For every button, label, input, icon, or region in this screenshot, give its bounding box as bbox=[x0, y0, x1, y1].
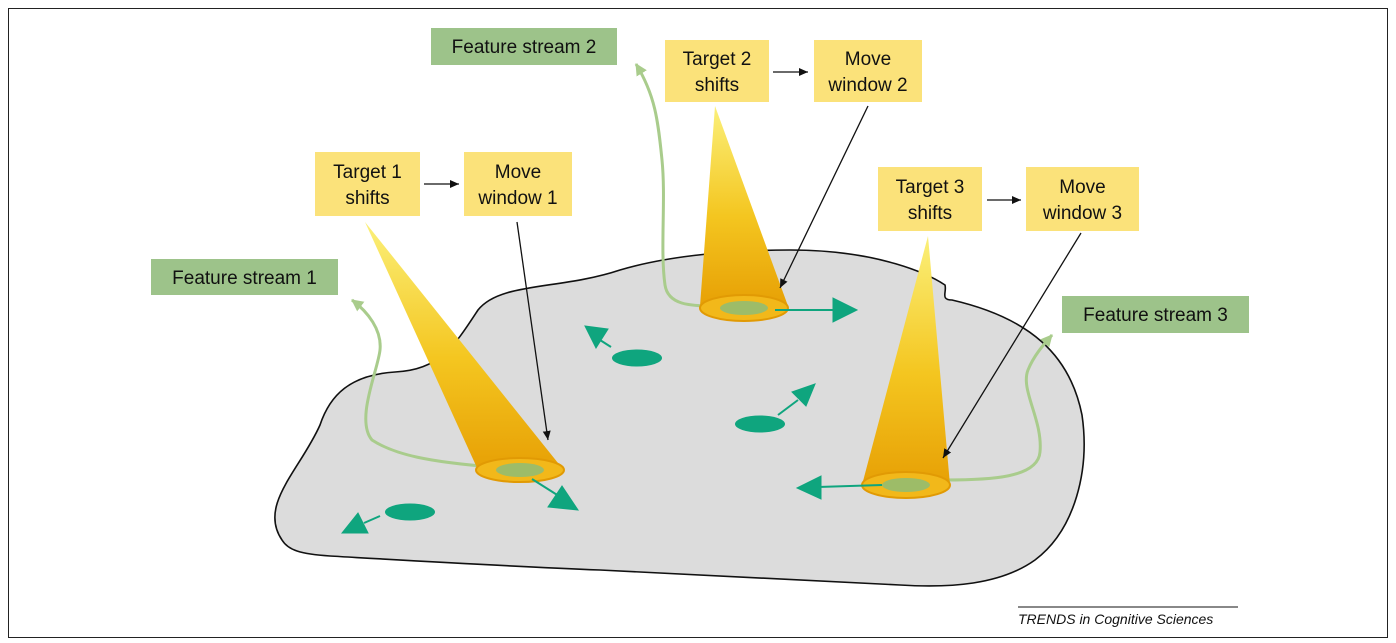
move-window-1-box: Move window 1 bbox=[464, 152, 572, 216]
move-arrow-1 bbox=[516, 221, 551, 441]
target-1-label-line2: shifts bbox=[345, 188, 389, 209]
motion-arrow-icon bbox=[777, 383, 816, 416]
feature-stream-3-box: Feature stream 3 bbox=[1062, 296, 1249, 333]
feature-stream-1-box: Feature stream 1 bbox=[151, 259, 338, 295]
move-window-3-label-line2: window 3 bbox=[1042, 203, 1122, 224]
move-window-2-label-line2: window 2 bbox=[827, 75, 907, 96]
target-3-label-line2: shifts bbox=[908, 203, 952, 224]
motion-arrow-icon bbox=[795, 475, 883, 500]
feature-stream-2-box: Feature stream 2 bbox=[431, 28, 617, 65]
moving-object-icon bbox=[612, 349, 662, 367]
moving-object-icon bbox=[735, 415, 785, 433]
motion-arrow-icon bbox=[531, 478, 580, 511]
credit-text: TRENDS in Cognitive Sciences bbox=[1018, 611, 1213, 627]
feature-stream-3-path bbox=[944, 334, 1054, 482]
motion-arrow-icon bbox=[340, 512, 381, 534]
target-3-shifts-box: Target 3 shifts bbox=[878, 167, 982, 231]
motion-arrow-icon bbox=[775, 297, 859, 323]
move-arrow-2 bbox=[779, 105, 869, 289]
target-2-label-line2: shifts bbox=[695, 75, 739, 96]
spotlight-cone-icon bbox=[861, 236, 951, 499]
moving-object-icon bbox=[385, 503, 435, 521]
spotlight-cone-icon bbox=[365, 222, 565, 483]
feature-stream-3-label: Feature stream 3 bbox=[1083, 305, 1228, 326]
feature-stream-1-path bbox=[351, 298, 494, 469]
move-window-2-box: Move window 2 bbox=[814, 40, 922, 102]
target-2-shifts-box: Target 2 shifts bbox=[665, 40, 769, 102]
move-window-3-box: Move window 3 bbox=[1026, 167, 1139, 231]
target-1-shifts-box: Target 1 shifts bbox=[315, 152, 420, 216]
feature-stream-1-label: Feature stream 1 bbox=[172, 268, 317, 289]
motion-arrow-icon bbox=[584, 325, 612, 350]
feature-stream-2-path bbox=[634, 63, 716, 308]
spotlight-cone-icon bbox=[699, 106, 789, 322]
move-window-1-label-line1: Move bbox=[495, 162, 541, 183]
target-1-label-line1: Target 1 bbox=[333, 162, 402, 183]
move-arrow-3 bbox=[942, 232, 1082, 459]
scene-surface bbox=[274, 249, 1085, 587]
move-window-2-label-line1: Move bbox=[845, 49, 891, 70]
move-window-3-label-line1: Move bbox=[1059, 177, 1105, 198]
target-2-label-line1: Target 2 bbox=[683, 49, 752, 70]
target-3-label-line1: Target 3 bbox=[896, 177, 965, 198]
feature-stream-2-label: Feature stream 2 bbox=[452, 37, 597, 58]
move-window-1-label-line2: window 1 bbox=[477, 188, 557, 209]
